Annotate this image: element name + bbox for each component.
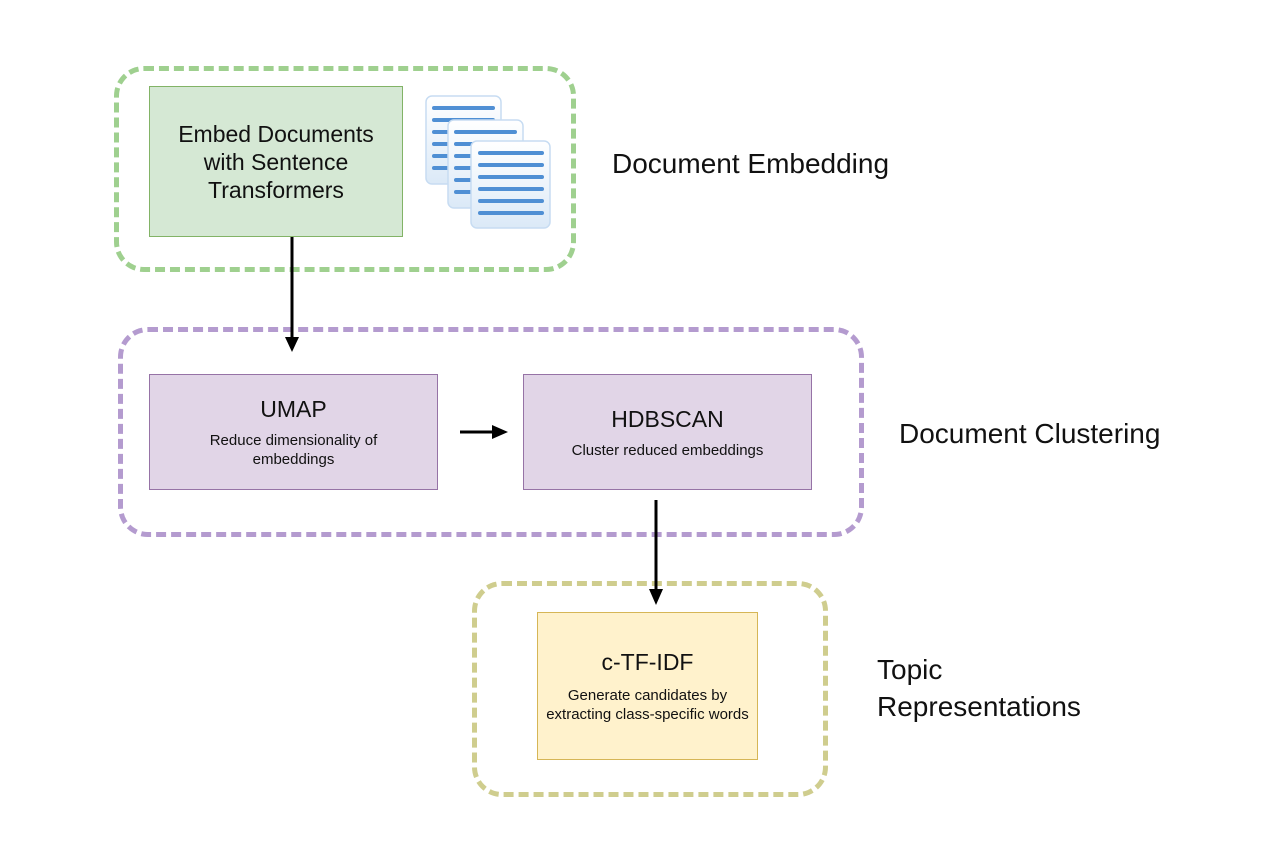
document-embedding-label: Document Embedding [612, 148, 890, 179]
document-clustering-group [118, 327, 864, 537]
topic-representations-group [472, 581, 828, 797]
umap-title: UMAP [260, 396, 327, 422]
arrow-hdbscan-to-ctfidf [649, 500, 663, 605]
topic-representations-label: Topic Representations [877, 654, 1081, 722]
embed-documents-box: Embed Documents with Sentence Transforme… [149, 86, 403, 237]
ctfidf-box: c-TF-IDF Generate candidates by extracti… [537, 612, 758, 760]
umap-description: Reduce dimensionality of embeddings [209, 432, 378, 468]
documents-stack-icon [425, 95, 551, 229]
hdbscan-title: HDBSCAN [611, 405, 724, 432]
document-clustering-label: Document Clustering [899, 418, 1161, 449]
ctfidf-title: c-TF-IDF [601, 649, 694, 675]
ctfidf-description: Generate candidates by extracting class-… [546, 687, 749, 723]
umap-box: UMAP Reduce dimensionality of embeddings [149, 374, 438, 490]
document-embedding-group [114, 66, 576, 272]
embed-documents-title: Embed Documents with Sentence Transforme… [178, 120, 374, 203]
hdbscan-description: Cluster reduced embeddings [571, 441, 764, 459]
arrow-embedding-to-umap [285, 237, 299, 352]
document-page-icon [470, 140, 551, 229]
arrow-umap-to-hdbscan [460, 425, 508, 439]
hdbscan-box: HDBSCAN Cluster reduced embeddings [523, 374, 812, 490]
